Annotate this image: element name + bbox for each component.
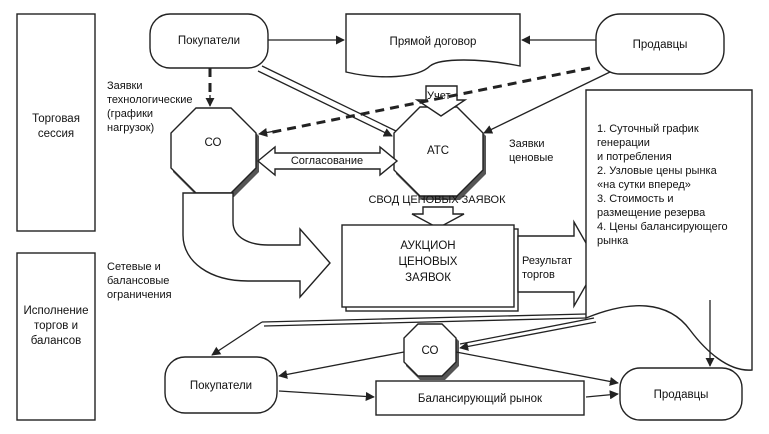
coordination-label: Согласование: [291, 155, 363, 167]
sellers-bottom-node: Продавцы: [619, 367, 743, 421]
buyers-bottom-node: Покупатели: [164, 356, 278, 414]
sellers-top-node: Продавцы: [595, 13, 725, 75]
auction-line-2: ЦЕНОВЫХ: [399, 256, 458, 268]
so-to-buyers-arrow: [278, 351, 405, 379]
price-bids-summary-label: СВОД ЦЕНОВЫХ ЗАЯВОК: [368, 194, 506, 206]
results-item-3: и потребления: [597, 151, 672, 163]
sellers-to-so-dashed: [267, 66, 591, 135]
sellers-top-label: Продавцы: [633, 39, 688, 51]
buyers-to-balancing-arrow: [278, 390, 375, 402]
connectors: [205, 35, 715, 402]
so-top-label: СО: [205, 137, 222, 149]
balancing-to-sellers-arrow: [585, 390, 619, 400]
results-to-buyers-head: [211, 321, 263, 356]
sellers-to-ats-arrow: [483, 71, 611, 134]
direct-contract-node: Прямой договор: [345, 13, 521, 78]
coordination-arrow: Согласование: [256, 145, 399, 177]
results-item-4: 2. Узловые цены рынка: [597, 165, 718, 177]
results-item-1: 1. Суточный график: [597, 123, 699, 135]
buyers-to-ats-line-b: [257, 70, 393, 137]
buyers-top-node: Покупатели: [149, 13, 269, 69]
so-to-sellers-arrow: [455, 351, 619, 386]
buyers-bottom-label: Покупатели: [190, 380, 252, 392]
so-to-auction-arrow: [182, 192, 331, 299]
summary-down-arrow: [411, 206, 465, 229]
execution-line-3: балансов: [31, 335, 82, 347]
so-bottom-label: СО: [422, 345, 439, 357]
balancing-market-label: Балансирующий рынок: [418, 393, 543, 405]
results-to-so-line-a: [459, 317, 595, 345]
buyers-to-ats-line-a: [261, 65, 397, 132]
balancing-market-node: Балансирующий рынок: [375, 380, 585, 416]
results-list: 1. Суточный график генерации и потреблен…: [597, 123, 731, 247]
sellers-bottom-label: Продавцы: [654, 389, 709, 401]
results-item-5: «на сутки вперед»: [597, 179, 691, 191]
results-item-7: размещение резерва: [597, 207, 706, 219]
results-item-2: генерации: [597, 137, 650, 149]
results-to-buyers-line-b: [263, 317, 587, 327]
results-item-9: рынка: [597, 235, 629, 247]
auction-line-1: АУКЦИОН: [400, 240, 455, 252]
execution-line-2: торгов и: [34, 320, 78, 332]
accounting-label: Учет: [427, 90, 451, 102]
execution-box: Исполнение торгов и балансов: [16, 252, 96, 421]
sellers-to-so-head: [258, 128, 276, 137]
trading-session-line-2: сессия: [38, 128, 74, 140]
so-bottom-node: СО: [403, 323, 459, 380]
results-to-so-line-b: [459, 321, 597, 351]
so-top-node: СО: [170, 107, 259, 197]
trading-session-line-1: Торговая: [32, 113, 80, 125]
buyers-top-label: Покупатели: [178, 35, 240, 47]
auction-line-3: ЗАЯВОК: [405, 272, 451, 284]
results-to-buyers-line-a: [261, 313, 587, 323]
results-document: 1. Суточный график генерации и потреблен…: [585, 89, 753, 371]
ats-node: АТС: [393, 106, 486, 200]
results-item-6: 3. Стоимость и: [597, 193, 674, 205]
trading-session-box: Торговая сессия: [16, 13, 96, 232]
execution-line-1: Исполнение: [23, 305, 88, 317]
results-item-8: 4. Цены балансирующего: [597, 221, 728, 233]
auction-node: АУКЦИОН ЦЕНОВЫХ ЗАЯВОК: [341, 224, 519, 312]
direct-contract-label: Прямой договор: [390, 36, 477, 48]
ats-label: АТС: [427, 145, 449, 157]
